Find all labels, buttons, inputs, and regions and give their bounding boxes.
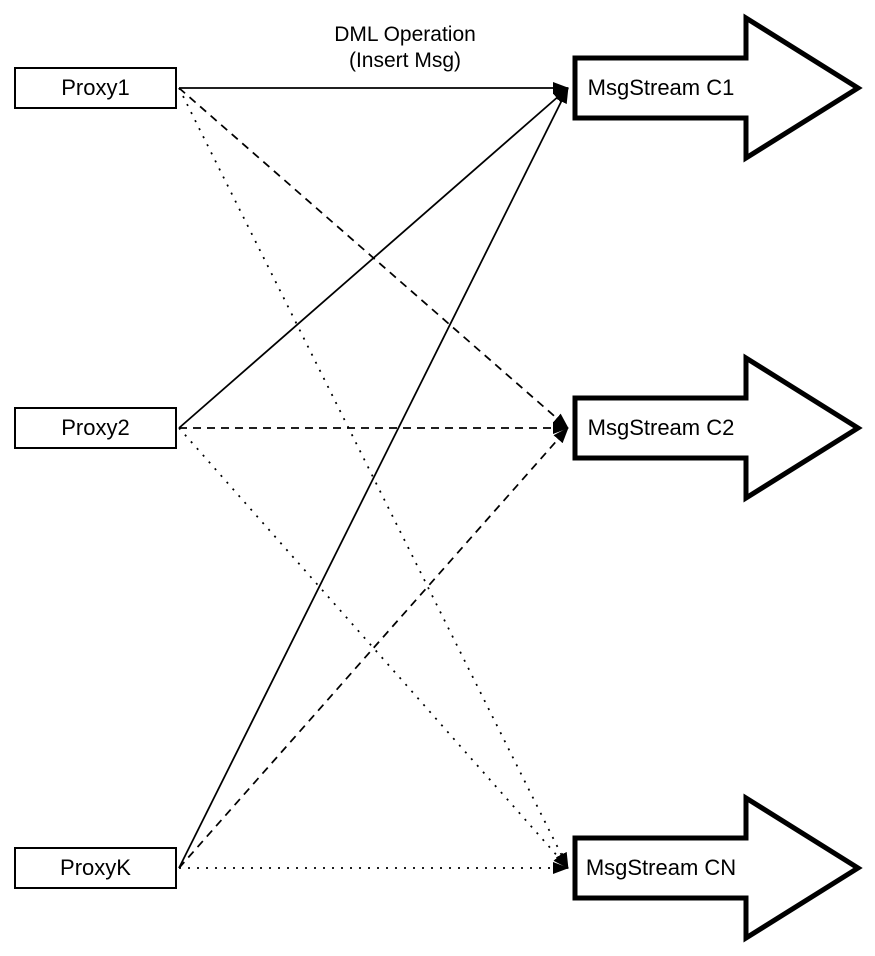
msgstream-c2-text: MsgStream C2 — [587, 415, 735, 440]
proxyk-box: ProxyK — [14, 847, 177, 889]
proxy1-box: Proxy1 — [14, 67, 177, 109]
msgstream-c2-label: MsgStream C2 — [578, 398, 744, 458]
msgstream-c1-arrow — [572, 13, 863, 163]
connection-line-proxy1-cn — [178, 87, 569, 869]
msgstream-cn-text: MsgStream CN — [585, 855, 737, 880]
dml-operation-label-line2: (Insert Msg) — [348, 48, 461, 72]
msgstream-cn-arrow — [572, 793, 863, 943]
dml-operation-label: DML Operation (Insert Msg) — [250, 22, 560, 73]
proxy1-label: Proxy1 — [61, 75, 130, 100]
proxyk-label: ProxyK — [60, 855, 131, 880]
dml-operation-label-line1: DML Operation — [334, 23, 476, 46]
connection-line-proxyk-c1 — [178, 87, 569, 869]
proxy2-box: Proxy2 — [14, 407, 177, 449]
msgstream-c1-text: MsgStream C1 — [587, 75, 735, 100]
msgstream-c2-arrow — [572, 353, 863, 503]
msgstream-cn-label: MsgStream CN — [578, 838, 744, 898]
proxy2-label: Proxy2 — [61, 415, 130, 440]
msgstream-c1-label: MsgStream C1 — [578, 58, 744, 118]
connection-line-proxy1-c2 — [178, 87, 569, 429]
